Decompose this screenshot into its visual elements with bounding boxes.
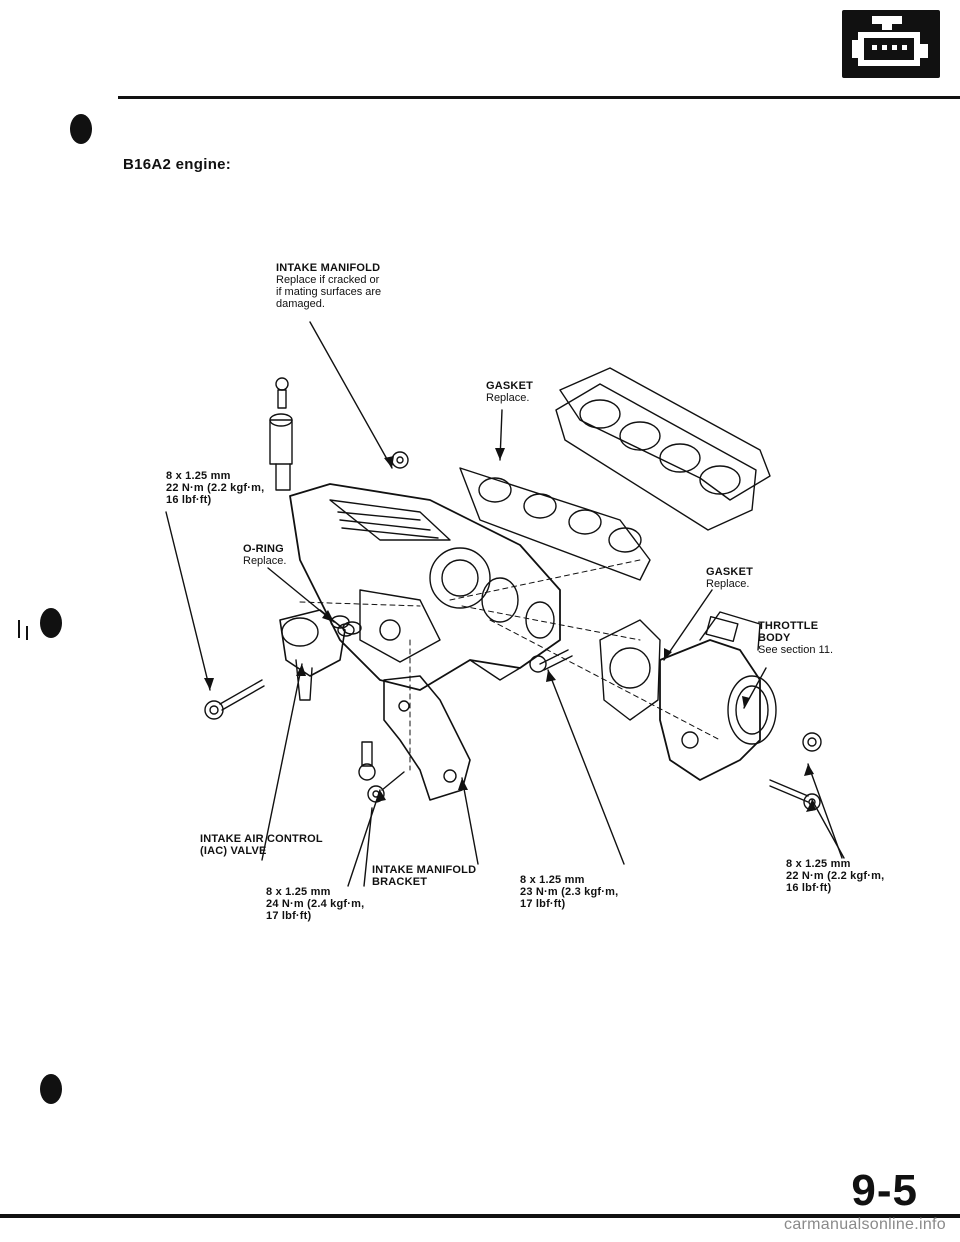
bolt-center-spec: 8 x 1.25 mm 23 N·m (2.3 kgf·m, 17 lbf·ft… (520, 874, 619, 910)
iac-valve-label: INTAKE AIR CONTROL (IAC) VALVE (200, 833, 323, 857)
header-rule (118, 96, 960, 99)
edge-mark (26, 626, 28, 640)
manifold-bracket-label: INTAKE MANIFOLD BRACKET (372, 864, 477, 888)
o-ring-label: O-RING Replace. (243, 543, 287, 567)
binder-hole-middle (40, 608, 62, 638)
page-number: 9-5 (851, 1166, 918, 1215)
throttle-body-label: THROTTLE BODY See section 11. (758, 620, 834, 656)
section-title: B16A2 engine: (123, 156, 232, 173)
bolt-top-left-spec: 8 x 1.25 mm 22 N·m (2.2 kgf·m, 16 lbf·ft… (166, 470, 265, 506)
engine-block-icon (842, 10, 940, 78)
binder-hole-bottom (40, 1074, 62, 1104)
edge-mark (18, 620, 20, 638)
watermark-text: carmanualsonline.info (784, 1216, 946, 1233)
bolt-bracket-spec: 8 x 1.25 mm 24 N·m (2.4 kgf·m, 17 lbf·ft… (266, 886, 365, 922)
bolt-throttle-spec: 8 x 1.25 mm 22 N·m (2.2 kgf·m, 16 lbf·ft… (786, 858, 885, 894)
intake-manifold-label: INTAKE MANIFOLD Replace if cracked or if… (276, 262, 382, 310)
gasket-lower-label: GASKET Replace. (706, 566, 754, 590)
footer-rule (0, 1214, 960, 1218)
binder-hole-top (70, 114, 92, 144)
gasket-upper-label: GASKET Replace. (486, 380, 534, 404)
